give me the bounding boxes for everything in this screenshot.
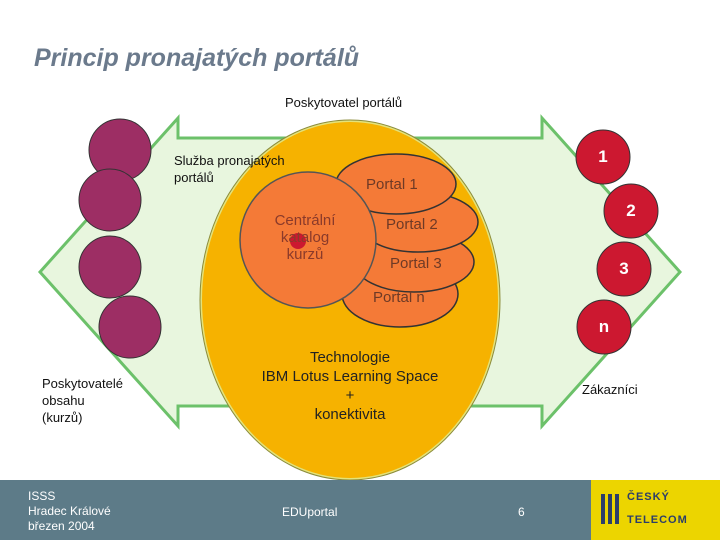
diagram (37, 114, 683, 480)
tech-line-1: Technologie (309, 349, 391, 366)
customer-number-2: 2 (626, 201, 636, 220)
tech-line-2: IBM Lotus Learning Space (261, 368, 439, 385)
rented-portal-service-label: Služba pronajatých portálů (174, 152, 324, 186)
portal-1-label: Portal 1 (366, 176, 418, 193)
tech-line-3: + (345, 387, 355, 404)
footer-center-text: EDUportal (282, 505, 338, 519)
central-line-1: Centrální (274, 212, 336, 229)
portal-n-label: Portal n (373, 289, 425, 306)
footer-line-2: Hradec Králové (28, 504, 111, 518)
footer-event-info: ISSS Hradec Králové březen 2004 (28, 489, 111, 534)
customer-badge-n (576, 299, 632, 355)
central-catalog-label: Centrální katalog kurzů (255, 212, 355, 263)
footer-line-3: březen 2004 (28, 519, 95, 533)
portal-2-label: Portal 2 (386, 216, 438, 233)
central-line-2: katalog (280, 229, 330, 246)
content-provider-circle-4 (98, 295, 162, 359)
footer-line-1: ISSS (28, 489, 56, 503)
logo-line-2: TELECOM (627, 514, 688, 526)
content-providers-label: Poskytovatelé obsahu (kurzů) (42, 375, 123, 426)
page-title: Princip pronajatých portálů (34, 44, 360, 72)
content-line-1: Poskytovatelé (42, 376, 123, 391)
logo-line-1: ČESKÝ (627, 491, 670, 503)
service-line-2: portálů (174, 170, 214, 185)
central-line-3: kurzů (286, 246, 324, 263)
content-provider-circle-2 (78, 168, 142, 232)
page-number: 6 (518, 505, 525, 519)
customer-number-3: 3 (619, 259, 629, 278)
service-line-1: Služba pronajatých (174, 153, 285, 168)
customers-label: Zákazníci (582, 382, 638, 397)
central-catalog-circle (239, 171, 377, 309)
technology-label: Technologie IBM Lotus Learning Space + k… (244, 348, 456, 424)
tech-line-4: konektivita (314, 406, 386, 423)
portal-3-label: Portal 3 (390, 255, 442, 272)
content-provider-circle-3 (78, 235, 142, 299)
portal-provider-label: Poskytovatel portálů (285, 95, 403, 110)
telecom-logo-mark (601, 494, 619, 524)
customer-number-n: n (598, 317, 610, 336)
customer-badge-1 (575, 129, 631, 185)
customer-badge-2 (603, 183, 659, 239)
central-dot (290, 233, 306, 249)
content-line-2: obsahu (42, 393, 85, 408)
customer-number-1: 1 (598, 147, 608, 166)
content-line-3: (kurzů) (42, 410, 83, 425)
customer-badge-3 (596, 241, 652, 297)
cesky-telecom-logo: ČESKÝ TELECOM (591, 480, 720, 540)
